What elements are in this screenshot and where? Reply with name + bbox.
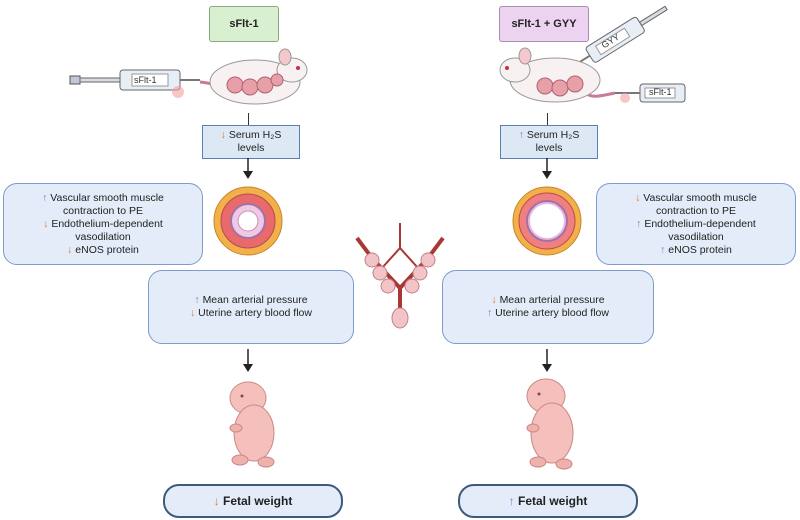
uterus-illustration bbox=[355, 223, 445, 329]
left-serum-arrow: ↓ bbox=[220, 129, 226, 141]
right-effect-text-3: vasodilation bbox=[668, 230, 724, 243]
left-hemo-arrow-0: ↑ bbox=[194, 294, 200, 306]
right-effect-text-4: eNOS protein bbox=[668, 243, 732, 256]
right-hemo-arrow-1: ↑ bbox=[487, 307, 493, 319]
right-fetus-illustration bbox=[526, 378, 574, 470]
right-effect-arrow-2: ↑ bbox=[636, 217, 642, 230]
left-fetal-text: Fetal weight bbox=[223, 494, 293, 508]
right-hemo-text-0: Mean arterial pressure bbox=[499, 294, 605, 306]
left-hemo-text-0: Mean arterial pressure bbox=[202, 294, 308, 306]
left-condition-header: sFlt-1 bbox=[209, 6, 279, 42]
left-effect-text-2: Endothelium-dependent bbox=[51, 217, 163, 230]
left-arrow-to-fetus bbox=[243, 349, 253, 372]
right-syringe-sflt-label: sFlt-1 bbox=[649, 87, 672, 97]
right-effect-text-2: Endothelium-dependent bbox=[644, 217, 756, 230]
left-syringe-label: sFlt-1 bbox=[134, 75, 157, 85]
left-vessel-cross-section bbox=[213, 186, 283, 256]
right-connector-top bbox=[547, 113, 548, 126]
right-vessel-cross-section bbox=[512, 186, 582, 256]
left-effect-text-3: vasodilation bbox=[75, 230, 131, 243]
left-serum-text2: levels bbox=[237, 142, 265, 154]
right-serum-text2: levels bbox=[535, 142, 563, 154]
right-vascular-effects-box: ↓ Vascular smooth muscle contraction to … bbox=[596, 183, 796, 265]
right-syringe-sflt bbox=[615, 83, 686, 103]
left-fetal-arrow: ↓ bbox=[213, 494, 220, 508]
left-effect-text-0: Vascular smooth muscle bbox=[50, 191, 164, 204]
right-fetal-weight-pill: ↑ Fetal weight bbox=[458, 484, 638, 518]
left-serum-h2s-box: ↓ Serum H₂S levels bbox=[202, 125, 300, 159]
left-vascular-effects-box: ↑ Vascular smooth muscle contraction to … bbox=[3, 183, 203, 265]
left-hemo-text-1: Uterine artery blood flow bbox=[198, 307, 312, 319]
left-effect-arrow-4: ↓ bbox=[67, 243, 73, 256]
left-effect-text-1: contraction to PE bbox=[63, 204, 143, 217]
right-arrow-to-vessel bbox=[542, 158, 552, 179]
right-serum-arrow: ↑ bbox=[518, 129, 524, 141]
right-condition-header: sFlt-1 + GYY bbox=[499, 6, 589, 42]
right-effect-text-0: Vascular smooth muscle bbox=[643, 191, 757, 204]
left-syringe bbox=[69, 69, 200, 91]
right-hemodynamics-box: ↓ Mean arterial pressure ↑ Uterine arter… bbox=[442, 270, 654, 344]
left-arrow-to-vessel bbox=[243, 158, 253, 179]
right-hemo-arrow-0: ↓ bbox=[491, 294, 497, 306]
right-effect-arrow-4: ↑ bbox=[660, 243, 666, 256]
right-mouse-illustration bbox=[499, 5, 686, 103]
right-arrow-to-fetus bbox=[542, 349, 552, 372]
left-effect-arrow-2: ↓ bbox=[43, 217, 49, 230]
left-serum-text: Serum H₂S bbox=[228, 129, 282, 141]
left-hemodynamics-box: ↑ Mean arterial pressure ↓ Uterine arter… bbox=[148, 270, 354, 344]
right-serum-h2s-box: ↑ Serum H₂S levels bbox=[500, 125, 598, 159]
left-hemo-arrow-1: ↓ bbox=[190, 307, 196, 319]
right-effect-arrow-0: ↓ bbox=[635, 191, 641, 204]
left-mouse-illustration bbox=[69, 48, 308, 105]
right-syringe-gyy bbox=[572, 5, 668, 68]
right-hemo-text-1: Uterine artery blood flow bbox=[495, 307, 609, 319]
right-effect-text-1: contraction to PE bbox=[656, 204, 736, 217]
left-connector-top bbox=[248, 113, 249, 126]
right-fetal-text: Fetal weight bbox=[518, 494, 588, 508]
left-effect-arrow-0: ↑ bbox=[42, 191, 48, 204]
left-fetal-weight-pill: ↓ Fetal weight bbox=[163, 484, 343, 518]
left-effect-text-4: eNOS protein bbox=[75, 243, 139, 256]
left-fetus-illustration bbox=[229, 381, 275, 468]
right-fetal-arrow: ↑ bbox=[508, 494, 515, 508]
right-serum-text: Serum H₂S bbox=[526, 129, 580, 141]
